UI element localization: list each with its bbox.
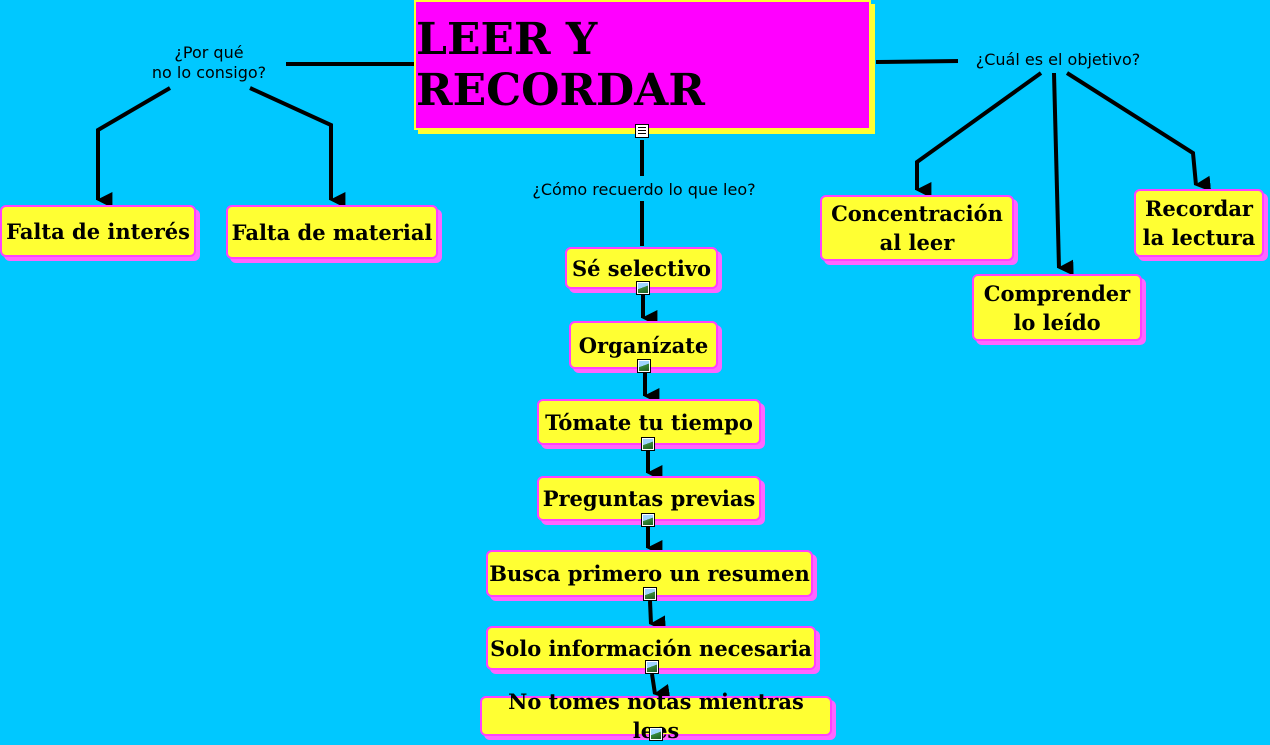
connector-busca-solo	[648, 600, 666, 632]
image-icon[interactable]	[645, 660, 659, 674]
concept-falta-de-interes[interactable]: Falta de interés	[0, 205, 196, 257]
document-icon[interactable]	[635, 124, 649, 138]
connector-root-right-label	[875, 59, 961, 64]
link-label-cual-objetivo: ¿Cuál es el objetivo?	[958, 50, 1158, 70]
image-icon[interactable]	[636, 281, 650, 295]
link-label-como-recuerdo: ¿Cómo recuerdo lo que leo?	[508, 180, 780, 200]
image-icon[interactable]	[637, 359, 651, 373]
concept-recordar-la-lectura[interactable]: Recordar la lectura	[1134, 189, 1264, 257]
concept-comprender-lo-leido[interactable]: Comprender lo leído	[972, 274, 1142, 341]
connector-right-comprender	[1052, 72, 1074, 276]
connector-left-falta-material	[249, 86, 346, 208]
image-icon[interactable]	[643, 587, 657, 601]
concept-falta-de-material[interactable]: Falta de material	[226, 205, 438, 259]
image-icon[interactable]	[649, 727, 663, 741]
root-concept[interactable]: LEER Y RECORDAR	[414, 0, 871, 130]
connector-right-concentracion	[915, 71, 1043, 198]
concept-se-selectivo[interactable]: Sé selectivo	[565, 247, 718, 289]
image-icon[interactable]	[641, 437, 655, 451]
connector-left-falta-interes	[96, 86, 172, 208]
connector-solo-notomes	[650, 673, 671, 700]
concept-concentracion-al-leer[interactable]: Concentración al leer	[820, 195, 1014, 261]
link-label-por-que: ¿Por qué no lo consigo?	[132, 43, 286, 83]
image-icon[interactable]	[641, 513, 655, 527]
connector-right-recordar	[1065, 71, 1212, 192]
